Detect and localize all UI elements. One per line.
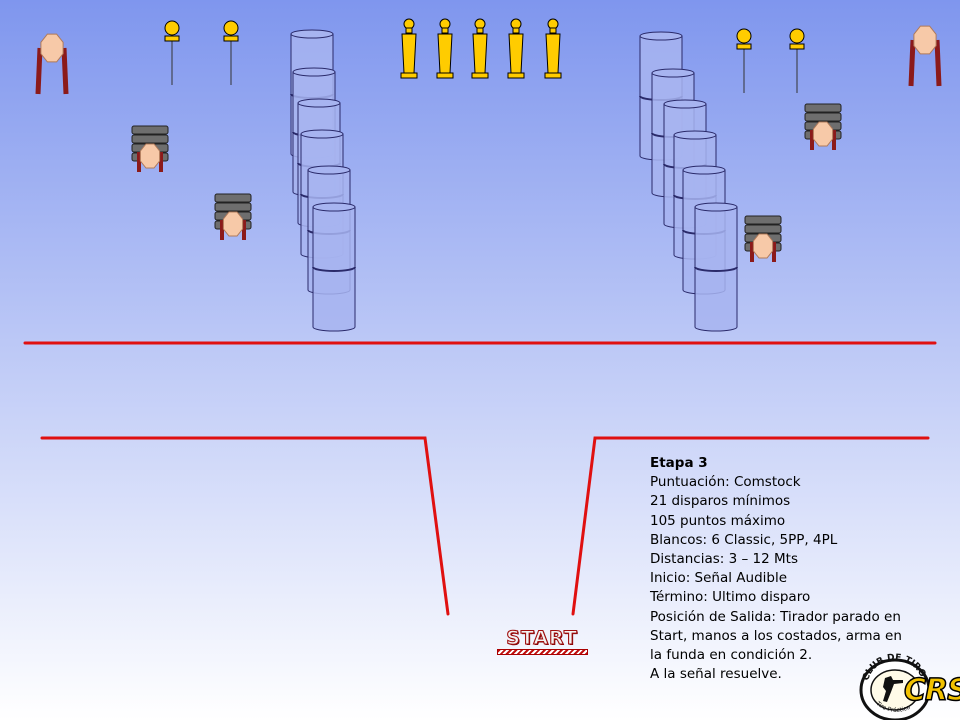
- steel-plate-icon: [736, 28, 752, 93]
- popper-icon: [471, 18, 489, 79]
- stage-info-line: Distancias: 3 – 12 Mts: [650, 551, 798, 568]
- start-label: START: [506, 626, 578, 649]
- fault-lines: [23, 341, 937, 616]
- stage-info-line: Término: Ultimo disparo: [650, 589, 811, 606]
- popper-icon: [544, 18, 562, 79]
- popper-icon: [400, 18, 418, 79]
- shooter-silhouette-icon: [883, 676, 903, 702]
- drum-stack-icon: [804, 103, 842, 150]
- popper-icon: [507, 18, 525, 79]
- stage-info-line: Inicio: Señal Audible: [650, 570, 788, 587]
- club-logo: CLUB DE TIRO Tiro Práctico: [859, 653, 931, 720]
- stage-info-line: la funda en condición 2.: [650, 647, 813, 664]
- targets-layer: [35, 18, 942, 262]
- octagon-target-icon: [908, 25, 942, 87]
- octagon-target-icon: [35, 33, 69, 95]
- stage-title: Etapa 3: [650, 455, 708, 471]
- stage-info-line: 105 puntos máximo: [650, 512, 786, 529]
- drum-stack-icon: [131, 125, 169, 172]
- stage-info-line: Blancos: 6 Classic, 5PP, 4PL: [650, 531, 838, 548]
- stage-info-line: Start, manos a los costados, arma en: [650, 627, 902, 644]
- stage-info-line: 21 disparos mínimos: [650, 493, 791, 510]
- barrels-layer: [290, 29, 738, 332]
- popper-icon: [436, 18, 454, 79]
- barrel-icon: [694, 202, 738, 332]
- steel-plate-icon: [164, 20, 180, 85]
- drum-stack-icon: [214, 193, 252, 240]
- drum-stack-icon: [744, 215, 782, 262]
- right-fault-line: [571, 436, 930, 616]
- steel-plate-icon: [789, 28, 805, 93]
- stage-info-line: Puntuación: Comstock: [650, 474, 801, 491]
- barrel-icon: [312, 202, 356, 332]
- stage-info-panel: Etapa 3 Puntuación: Comstock 21 disparos…: [650, 454, 950, 684]
- start-box: [497, 649, 588, 655]
- logo-inner-ring: [870, 669, 920, 711]
- steel-plate-icon: [223, 20, 239, 85]
- left-fault-line: [40, 436, 450, 616]
- logo-initials: CRS: [903, 673, 960, 708]
- stage-info-line: A la señal resuelve.: [650, 666, 782, 683]
- stage-info-line: Posición de Salida: Tirador parado en: [650, 608, 901, 625]
